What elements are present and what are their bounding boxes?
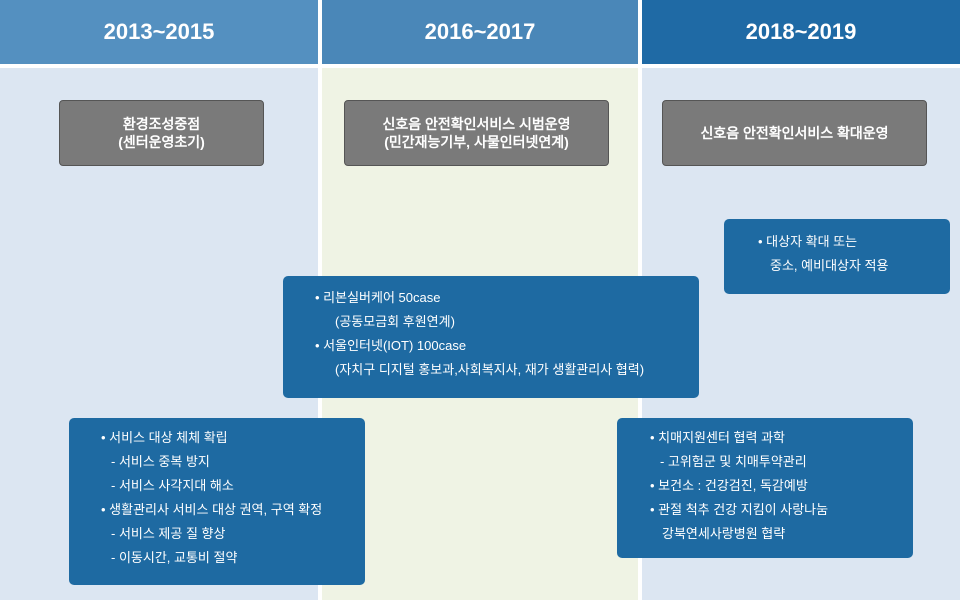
stage-subtitle: (민간재능기부, 사물인터넷연계) — [384, 134, 569, 150]
stage-title: 환경조성중점 — [122, 116, 201, 132]
detail-line: (공동모금회 후원연계) — [335, 314, 455, 329]
stage-box-2016: 신호음 안전확인서비스 시범운영 (민간재능기부, 사물인터넷연계) — [344, 100, 609, 166]
detail-line: - 서비스 사각지대 해소 — [111, 478, 234, 493]
period-header: 2013~2015 — [0, 0, 318, 64]
detail-line: • 대상자 확대 또는 — [758, 234, 858, 249]
detail-line: • 관절 척추 건강 지킴이 사랑나눔 — [650, 502, 829, 517]
detail-box-2013: • 서비스 대상 체체 확립 - 서비스 중복 방지 - 서비스 사각지대 해소… — [69, 418, 365, 585]
stage-box-2013: 환경조성중점 (센터운영초기) — [59, 100, 264, 166]
stage-title: 신호음 안전확인서비스 확대운영 — [700, 125, 889, 141]
detail-line: • 서비스 대상 체체 확립 — [101, 430, 228, 445]
detail-line: • 치매지원센터 협력 과학 — [650, 430, 785, 445]
detail-line: • 리본실버케어 50case — [315, 290, 441, 305]
detail-line: 강북연세사랑병원 협략 — [662, 526, 786, 541]
detail-line: - 이동시간, 교통비 절약 — [111, 550, 238, 565]
detail-line: • 서울인터넷(IOT) 100case — [315, 338, 467, 353]
detail-line: • 생활관리사 서비스 대상 권역, 구역 확정 — [101, 502, 323, 517]
stage-title: 신호음 안전확인서비스 시범운영 — [382, 116, 571, 132]
period-header: 2018~2019 — [642, 0, 960, 64]
period-header: 2016~2017 — [322, 0, 638, 64]
stage-box-2018: 신호음 안전확인서비스 확대운영 — [662, 100, 927, 166]
detail-line: - 서비스 중복 방지 — [111, 454, 210, 469]
detail-line: - 서비스 제공 질 향상 — [111, 526, 226, 541]
detail-box-2016: • 리본실버케어 50case (공동모금회 후원연계) • 서울인터넷(IOT… — [283, 276, 699, 398]
detail-line: - 고위험군 및 치매투약관리 — [660, 454, 807, 469]
detail-line: • 보건소 : 건강검진, 독감예방 — [650, 478, 808, 493]
detail-box-2018-partners: • 치매지원센터 협력 과학 - 고위험군 및 치매투약관리 • 보건소 : 건… — [617, 418, 913, 558]
detail-line: 중소, 예비대상자 적용 — [770, 258, 889, 273]
detail-box-2018-target: • 대상자 확대 또는 중소, 예비대상자 적용 — [724, 219, 950, 294]
detail-line: (자치구 디지털 홍보과,사회복지사, 재가 생활관리사 협력) — [335, 362, 645, 377]
stage-subtitle: (센터운영초기) — [118, 134, 205, 150]
